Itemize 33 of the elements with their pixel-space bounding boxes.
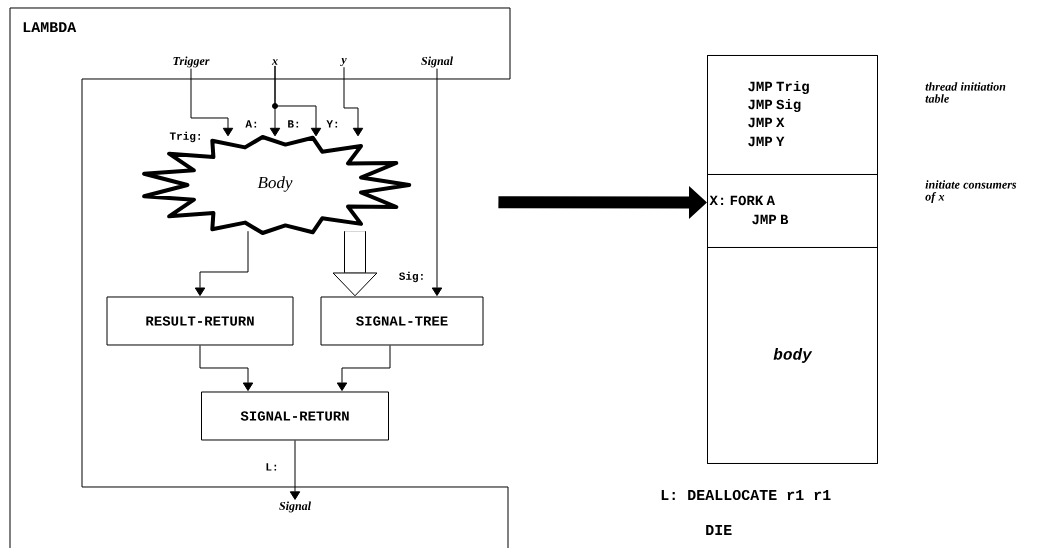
side-note: thread initiation table bbox=[925, 82, 1006, 103]
edge-label: Sig: bbox=[397, 270, 427, 284]
arrow bbox=[431, 68, 443, 297]
code-line: DIE bbox=[706, 525, 732, 535]
arrow bbox=[194, 230, 249, 297]
edge-label: L: bbox=[264, 462, 280, 472]
edge-label: Y: bbox=[325, 119, 341, 129]
arrow bbox=[289, 440, 301, 500]
process-box: RESULT-RETURN bbox=[106, 296, 294, 346]
arrow bbox=[332, 231, 378, 297]
arrow bbox=[343, 66, 364, 137]
terminal-label: Signal bbox=[279, 501, 311, 513]
arrow bbox=[199, 345, 254, 392]
node-label: JMP Trig bbox=[748, 80, 809, 95]
terminal-label: x bbox=[271, 59, 278, 65]
terminal-label: y bbox=[340, 57, 347, 67]
body-section: body bbox=[707, 247, 878, 464]
edge-label: B: bbox=[286, 119, 302, 129]
node-label: JMP Sig bbox=[748, 98, 801, 113]
side-note: initiate consumers of x bbox=[925, 180, 1017, 204]
edge-label: A: bbox=[244, 119, 260, 129]
arrow bbox=[190, 68, 234, 137]
code-line: L: DEALLOCATE r1 r1 bbox=[661, 489, 831, 501]
node-label: JMP Y bbox=[748, 136, 785, 147]
arrow bbox=[274, 65, 322, 137]
terminal-label: Signal bbox=[421, 56, 453, 68]
code-section: X: FORK A JMP B bbox=[707, 174, 878, 248]
node-label: JMP X bbox=[748, 117, 785, 128]
process-box: SIGNAL-TREE bbox=[320, 296, 484, 346]
terminal-label: Trigger bbox=[173, 56, 210, 68]
arrow bbox=[336, 345, 391, 392]
code-section: JMP Trig JMP Sig JMP X JMP Y bbox=[707, 55, 878, 175]
process-box: SIGNAL-RETURN bbox=[201, 391, 389, 441]
